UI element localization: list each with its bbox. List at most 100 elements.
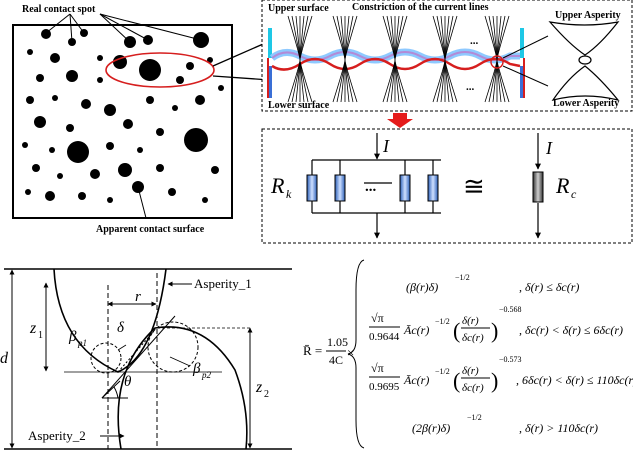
lower-wavy-surface <box>271 57 521 71</box>
coef-denominator: 4C <box>329 353 343 367</box>
contact-spot <box>104 104 116 116</box>
contact-spot <box>106 142 114 150</box>
real-contact-pointers <box>45 13 202 43</box>
contact-spot <box>156 128 164 136</box>
case3-den: 0.9695 <box>369 381 400 393</box>
contact-spot <box>146 96 154 104</box>
resistor-3 <box>399 174 411 202</box>
lower-surface-left-bar <box>268 66 272 98</box>
case1-exp: −1/2 <box>455 273 470 282</box>
case3-paren-open: ( <box>453 368 460 393</box>
lower-surface-right-bar <box>520 66 524 98</box>
current-line <box>394 15 408 103</box>
case3-frac-den: δc(r) <box>462 382 484 394</box>
current-label-right: I <box>545 138 553 158</box>
contact-spot <box>202 197 208 203</box>
rk-label: R <box>270 173 285 198</box>
contact-spot <box>176 76 184 84</box>
beta-p2-subscript: p2 <box>201 370 212 380</box>
curvature-circle-2 <box>147 321 199 373</box>
current-line <box>299 15 313 103</box>
contact-spot <box>66 70 78 82</box>
z1-subscript: 1 <box>38 330 43 341</box>
asperity-zoom-line-bottom <box>502 65 549 87</box>
constriction-label: Constriction of the current lines <box>352 2 489 13</box>
case4-expr: (2β(r)δ) <box>412 421 450 435</box>
z2-subscript: 2 <box>264 389 269 400</box>
contact-spot <box>26 96 34 104</box>
circuit-dots: ... <box>365 179 377 195</box>
contact-spot <box>168 188 176 196</box>
r-label: r <box>135 289 141 305</box>
contact-spot <box>66 124 74 132</box>
delta-line <box>117 329 156 373</box>
circuit-panel: I I ... R k ≅ R c <box>261 128 633 244</box>
case1-cond: , δ(r) ≤ δc(r) <box>519 280 579 294</box>
contact-spot <box>97 55 103 61</box>
resistor-1 <box>306 174 318 202</box>
contact-spot <box>123 119 133 129</box>
current-lines <box>287 15 510 103</box>
asperity-1-outline <box>53 268 167 373</box>
contact-spot <box>156 164 164 172</box>
zoom-line-top <box>212 40 271 67</box>
rc-label: R <box>555 173 570 198</box>
case2-exp: −0.568 <box>499 305 522 314</box>
contact-spot <box>218 85 224 91</box>
case3-midexp: −1/2 <box>435 367 450 376</box>
contact-spot <box>118 163 132 177</box>
beta-p1-subscript: p1 <box>77 338 87 348</box>
rk-subscript: k <box>286 187 292 201</box>
circuit-frame <box>261 128 633 244</box>
current-line <box>444 15 458 103</box>
z2-label: z <box>255 379 263 396</box>
equation-panel: R̄ = 1.05 4C × (β(r)δ) −1/2 , δ(r) ≤ δc(… <box>303 259 633 449</box>
case3-exp: −0.573 <box>499 355 522 364</box>
contact-spot <box>195 95 205 105</box>
resistor-4 <box>427 174 439 202</box>
theta-edge <box>101 380 121 399</box>
asperity-1-label: Asperity_1 <box>194 276 252 291</box>
contact-spot <box>57 173 63 179</box>
case2-den: 0.9644 <box>369 331 400 343</box>
asperity-geometry-panel: Asperity_1 Asperity_2 r δ θ d z 1 z 2 β … <box>0 268 292 450</box>
case2-paren-open: ( <box>453 318 460 343</box>
congruent-symbol: ≅ <box>463 172 485 201</box>
current-line <box>344 15 358 103</box>
contact-spots-panel: Real contact spot Apparent contact surfa… <box>12 4 271 235</box>
contact-spot <box>27 49 33 55</box>
coef-numerator: 1.05 <box>327 335 348 349</box>
upper-surface-left-bar <box>268 28 272 58</box>
contact-spot <box>52 95 58 101</box>
case3-cond: , 6δc(r) < δ(r) ≤ 110δc(r) <box>516 373 633 387</box>
case3-frac-num: δ(r) <box>462 365 479 377</box>
contact-spot <box>211 166 219 174</box>
asperity-pair-icon <box>548 21 620 102</box>
contact-spot <box>22 142 28 148</box>
lower-surface-label: Lower surface <box>268 100 330 111</box>
constriction-panel: Upper surface Constriction of the curren… <box>261 0 633 128</box>
contact-spot <box>67 141 89 163</box>
theta-arc <box>113 386 119 399</box>
case2-num: √π <box>371 311 384 325</box>
lower-asperity-label: Lower Asperity <box>553 98 619 109</box>
contact-spot <box>34 116 46 128</box>
contact-spot <box>97 77 103 83</box>
beta-p1-pointer <box>117 344 127 351</box>
tangent-line <box>101 315 176 399</box>
constriction-ellipsis-top: ... <box>470 35 479 47</box>
current-line <box>496 15 510 103</box>
upper-surface-label: Upper surface <box>268 3 329 14</box>
delta-label: δ <box>117 320 125 336</box>
equation-lhs: R̄ = <box>303 343 322 358</box>
case2-midexp: −1/2 <box>435 317 450 326</box>
contact-spot <box>50 53 60 63</box>
asperity-zoom-line-top <box>502 35 549 59</box>
red-down-arrow <box>387 113 413 128</box>
zoom-ellipse <box>105 52 215 88</box>
upper-asperity-label: Upper Asperity <box>555 10 621 21</box>
contact-spot <box>32 164 40 172</box>
contact-spot <box>78 192 86 200</box>
contact-spot <box>186 62 194 70</box>
contact-spot <box>137 147 143 153</box>
